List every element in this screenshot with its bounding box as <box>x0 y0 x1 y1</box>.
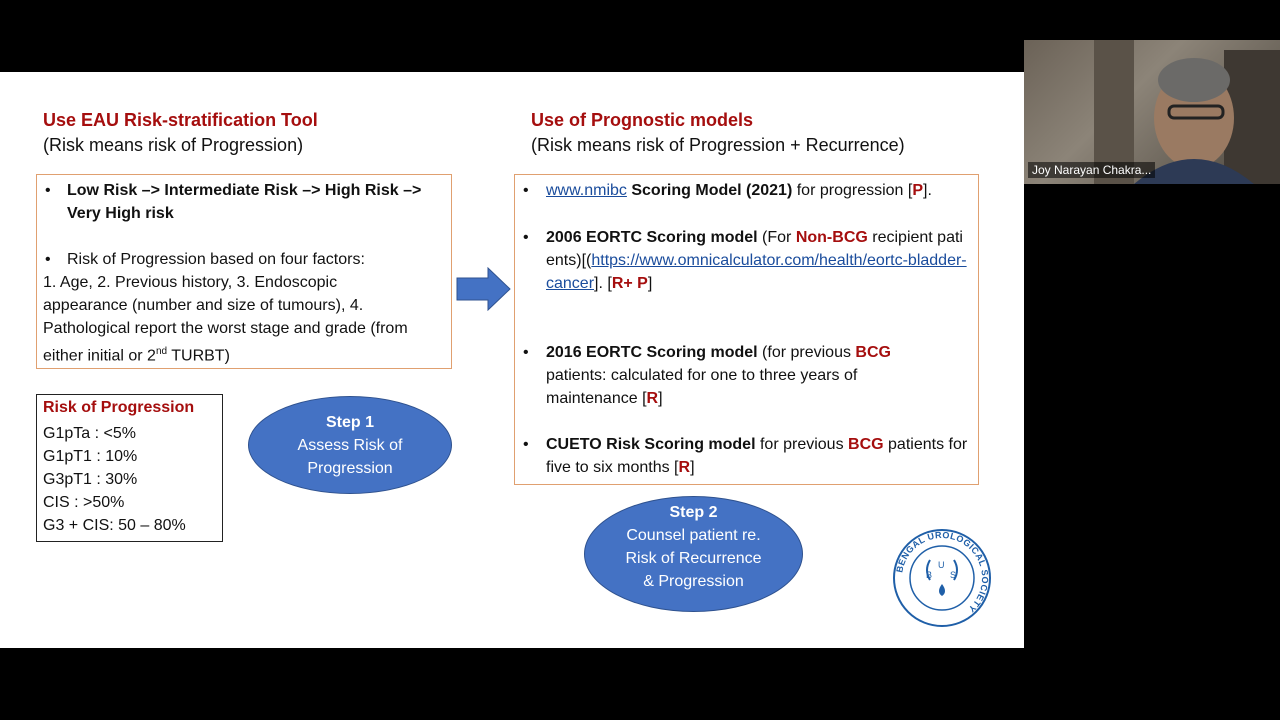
step2-text: Counsel patient re. Risk of Recurrence &… <box>625 527 762 590</box>
step2-title: Step 2 <box>669 504 718 521</box>
svg-text:U: U <box>938 560 945 570</box>
right-arrow-icon <box>456 267 511 311</box>
eau-factors-box: • Low Risk –> Intermediate Risk –> High … <box>36 174 452 369</box>
participant-video-tile[interactable]: Joy Narayan Chakra... <box>1024 40 1280 184</box>
bullet-four-factors: • Risk of Progression based on four fact… <box>37 248 437 367</box>
bullet-dot: • <box>523 229 529 246</box>
bullet-eortc-2016: • 2016 EORTC Scoring model (for previous… <box>515 341 970 410</box>
risk-table-title: Risk of Progression <box>43 399 195 416</box>
bullet-dot: • <box>523 182 529 199</box>
step1-title: Step 1 <box>325 414 374 431</box>
bullet-dot: • <box>523 344 529 361</box>
left-subheading: (Risk means risk of Progression) <box>43 135 304 155</box>
risk-line: G1pTa : <5% <box>43 425 136 442</box>
bullet-cueto-model: • CUETO Risk Scoring model for previous … <box>515 433 970 479</box>
risk-levels-text: Low Risk –> Intermediate Risk –> High Ri… <box>67 182 422 222</box>
step1-ellipse: Step 1 Assess Risk of Progression <box>248 396 452 494</box>
omnicalculator-link[interactable]: https://www.omnicalculator.com/health/eo… <box>546 252 967 292</box>
svg-text:B: B <box>926 570 932 580</box>
step2-ellipse: Step 2 Counsel patient re. Risk of Recur… <box>584 496 803 612</box>
participant-name: Joy Narayan Chakra... <box>1028 162 1156 178</box>
bullet-risk-levels: • Low Risk –> Intermediate Risk –> High … <box>37 179 437 225</box>
svg-text:S: S <box>950 570 956 580</box>
bullet-nmibc-model: • www.nmibc Scoring Model (2021) for pro… <box>515 179 970 202</box>
right-heading: Use of Prognostic models <box>531 110 754 130</box>
bullet-dot: • <box>45 251 51 268</box>
risk-of-progression-table: Risk of Progression G1pTa : <5% G1pT1 : … <box>36 394 223 542</box>
risk-line: G3 + CIS: 50 – 80% <box>43 517 186 534</box>
four-factors-lead: Risk of Progression based on four factor… <box>67 251 365 268</box>
risk-line: CIS : >50% <box>43 494 125 511</box>
bullet-dot: • <box>523 436 529 453</box>
prognostic-models-box: • www.nmibc Scoring Model (2021) for pro… <box>514 174 979 485</box>
right-subheading: (Risk means risk of Progression + Recurr… <box>531 135 905 155</box>
step1-text: Assess Risk of Progression <box>297 437 403 477</box>
bullet-dot: • <box>45 182 51 199</box>
risk-line: G1pT1 : 10% <box>43 448 138 465</box>
bengal-urological-society-logo: BENGAL UROLOGICAL SOCIETY B U S <box>893 529 991 627</box>
participant-silhouette <box>1094 40 1280 184</box>
presentation-slide: Use EAU Risk-stratification Tool (Risk m… <box>0 72 1024 648</box>
risk-line: G3pT1 : 30% <box>43 471 138 488</box>
bullet-eortc-2006: • 2006 EORTC Scoring model (For Non-BCG … <box>515 226 970 295</box>
four-factors-body: 1. Age, 2. Previous history, 3. Endoscop… <box>43 274 408 365</box>
left-heading: Use EAU Risk-stratification Tool <box>43 110 318 130</box>
nmibc-link[interactable]: www.nmibc <box>546 182 627 199</box>
